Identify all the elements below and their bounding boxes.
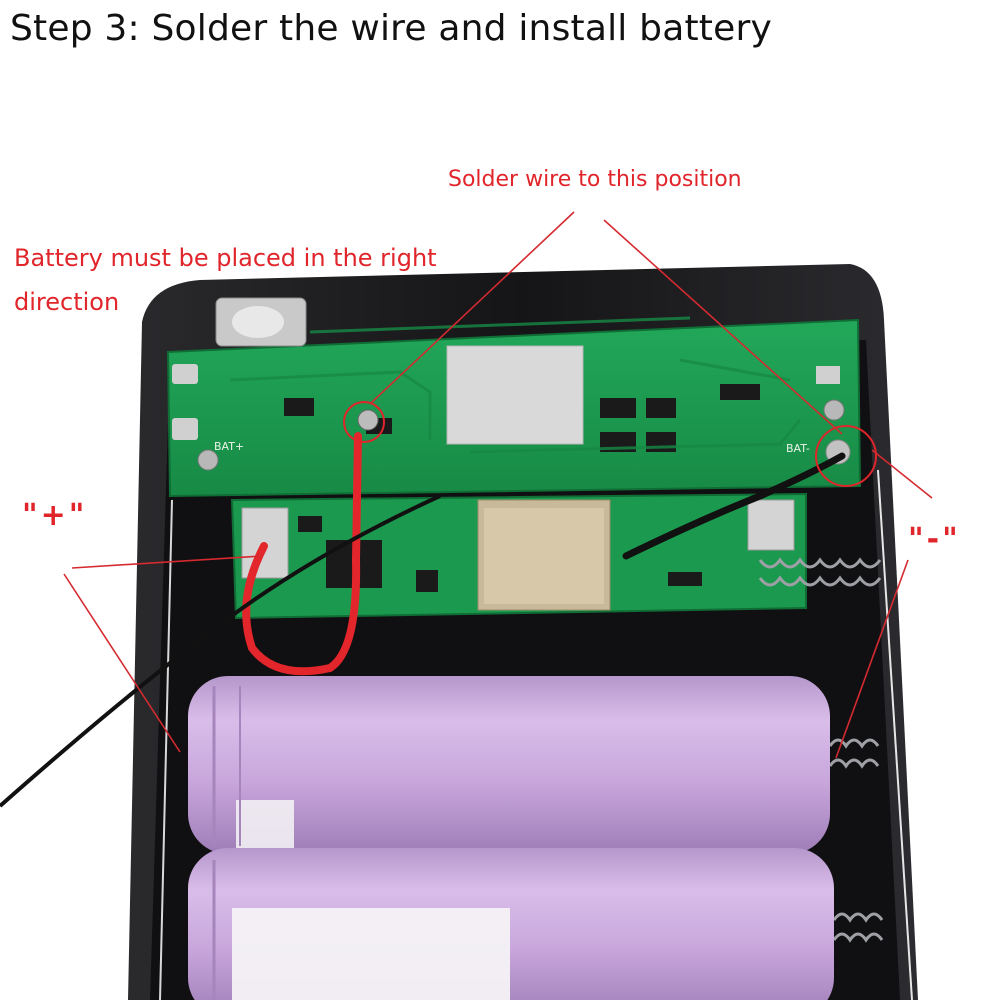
wifi-module-board bbox=[230, 492, 807, 620]
main-pcb: BAT+ BAT- bbox=[166, 297, 862, 498]
battery-cell-1 bbox=[188, 676, 830, 854]
annotation-pointers bbox=[63, 211, 933, 759]
battery-springs bbox=[758, 557, 884, 943]
page-title: Step 3: Solder the wire and install batt… bbox=[10, 8, 772, 49]
solder-position-note: Solder wire to this position bbox=[448, 167, 742, 192]
black-wire bbox=[0, 452, 846, 808]
positive-terminal-label: "+" bbox=[22, 498, 88, 533]
negative-terminal-label: "-" bbox=[908, 522, 961, 557]
bat-minus-label: BAT- bbox=[786, 442, 810, 455]
bat-plus-label: BAT+ bbox=[214, 440, 244, 453]
solder-point-circle-right bbox=[815, 425, 877, 487]
solder-point-circle-left bbox=[343, 401, 385, 443]
battery-cell-2 bbox=[188, 848, 834, 1000]
battery-direction-note: Battery must be placed in the right dire… bbox=[14, 244, 437, 316]
red-wire bbox=[242, 432, 362, 676]
